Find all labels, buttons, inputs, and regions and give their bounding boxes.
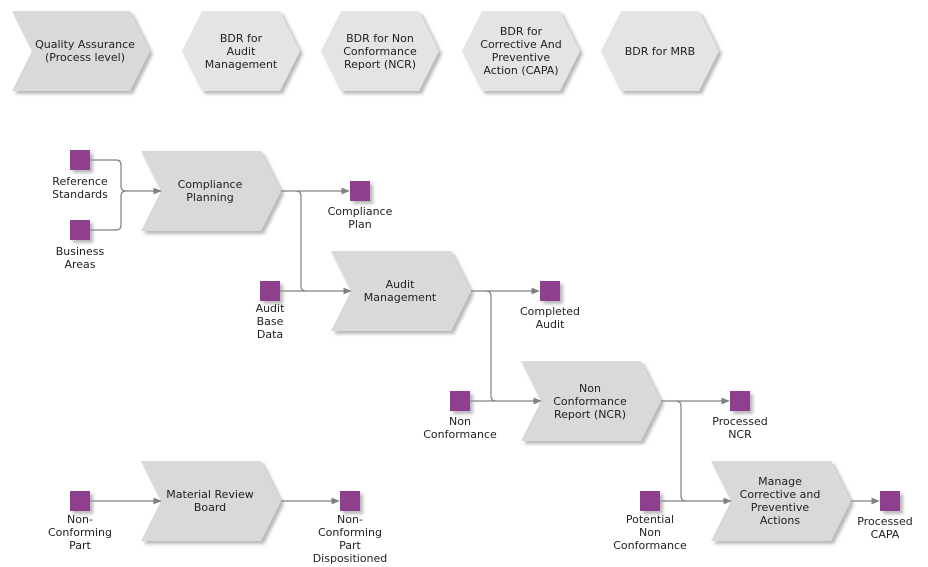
bdr-capa-label: BDR for Corrective And Preventive Action… bbox=[480, 25, 562, 77]
object-part-dispositioned[interactable] bbox=[340, 491, 360, 511]
object-compliance-plan[interactable] bbox=[350, 181, 370, 201]
audit-base-data-label: Audit Base Data bbox=[255, 302, 285, 341]
function-material-review-board[interactable] bbox=[141, 461, 281, 541]
object-potential-non-conformance[interactable] bbox=[640, 491, 660, 511]
potential-non-conformance-label: Potential Non Conformance bbox=[613, 513, 687, 552]
completed-audit-label: Completed Audit bbox=[520, 305, 580, 331]
quality-assurance-label: Quality Assurance (Process level) bbox=[35, 38, 135, 64]
bdr-audit-management-label: BDR for Audit Management bbox=[204, 31, 278, 71]
connectors bbox=[90, 159, 880, 505]
processed-capa-label: Processed CAPA bbox=[857, 515, 913, 541]
function-ncr[interactable] bbox=[521, 361, 661, 441]
object-reference-standards[interactable] bbox=[70, 150, 90, 170]
business-areas-label: Business Areas bbox=[55, 245, 105, 271]
bdr-mrb-label: BDR for MRB bbox=[624, 44, 696, 58]
non-conformance-label: Non Conformance bbox=[423, 415, 497, 441]
hexagon-bdr-mrb[interactable] bbox=[601, 11, 719, 91]
object-processed-capa[interactable] bbox=[880, 491, 900, 511]
function-capa[interactable] bbox=[711, 461, 851, 541]
audit-management-label: Audit Management bbox=[363, 278, 437, 304]
hexagon-bdr-capa[interactable] bbox=[462, 11, 580, 91]
object-non-conforming-part[interactable] bbox=[70, 491, 90, 511]
capa-label: Manage Corrective and Preventive Actions bbox=[739, 475, 821, 527]
connector-business-areas bbox=[90, 190, 127, 231]
bdr-ncr-label: BDR for Non Conformance Report (NCR) bbox=[343, 31, 417, 71]
hexagon-bdr-audit-management[interactable] bbox=[182, 11, 300, 91]
material-review-board-label: Material Review Board bbox=[166, 488, 254, 514]
compliance-planning-label: Compliance Planning bbox=[177, 178, 243, 204]
compliance-plan-label: Compliance Plan bbox=[327, 205, 393, 231]
non-conforming-part-label: Non- Conforming Part bbox=[47, 513, 113, 552]
quality-assurance-chevron[interactable] bbox=[12, 11, 150, 91]
ncr-label: Non Conformance Report (NCR) bbox=[553, 381, 627, 421]
processed-ncr-label: Processed NCR bbox=[712, 415, 768, 441]
object-non-conformance[interactable] bbox=[450, 391, 470, 411]
function-audit-management[interactable] bbox=[331, 251, 471, 331]
function-compliance-planning[interactable] bbox=[141, 151, 281, 231]
reference-standards-label: Reference Standards bbox=[52, 175, 108, 201]
hexagon-bdr-ncr[interactable] bbox=[321, 11, 439, 91]
object-completed-audit[interactable] bbox=[540, 281, 560, 301]
object-business-areas[interactable] bbox=[70, 220, 90, 240]
object-processed-ncr[interactable] bbox=[730, 391, 750, 411]
object-audit-base-data[interactable] bbox=[260, 281, 280, 301]
part-dispositioned-label: Non- Conforming Part Dispositioned bbox=[312, 513, 388, 565]
